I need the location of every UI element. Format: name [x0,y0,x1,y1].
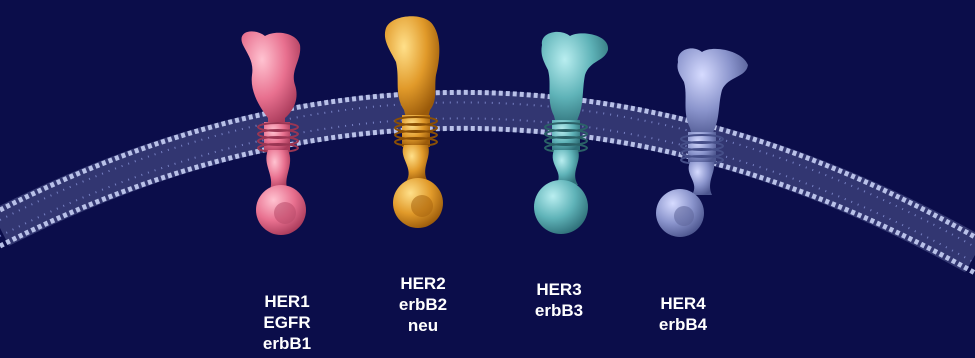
her2-alias-erbb2: erbB2 [368,294,478,315]
her3-name: HER3 [504,279,614,300]
her2-name: HER2 [368,273,478,294]
her4-name: HER4 [628,293,738,314]
her3-alias-erbb3: erbB3 [504,300,614,321]
her2-alias-neu: neu [368,315,478,336]
her4-label: HER4 erbB4 [628,293,738,335]
cell-membrane [0,92,975,273]
her4-alias-erbb4: erbB4 [628,314,738,335]
her1-name: HER1 [232,291,342,312]
her2-label: HER2 erbB2 neu [368,273,478,336]
her3-label: HER3 erbB3 [504,279,614,321]
her1-alias-erbb1: erbB1 [232,333,342,354]
her1-alias-egfr: EGFR [232,312,342,333]
her1-label: HER1 EGFR erbB1 [232,291,342,354]
